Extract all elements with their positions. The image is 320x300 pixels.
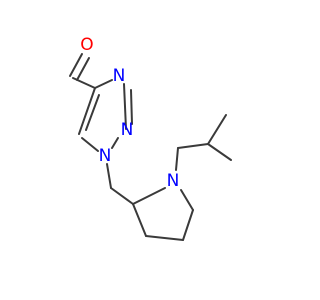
atom-oxygen: O (80, 35, 93, 55)
molecule-canvas: O N N N N (69, 35, 232, 241)
atom-n1: N (99, 146, 112, 166)
bond-c2-c3 (132, 203, 147, 237)
bond-n3-n2-b (130, 89, 133, 125)
bond-cho-c4 (72, 77, 96, 89)
bond-aldehyde-co-2 (76, 57, 90, 81)
bond-c5-c4-a (78, 87, 96, 135)
bond-ch2-ch (177, 143, 209, 149)
bond-ch2-c2 (110, 187, 134, 205)
bond-ch-me2 (207, 143, 232, 161)
bond-n1-ch2 (106, 163, 112, 189)
bond-c5-c4-b (85, 94, 100, 131)
bond-aldehyde-co-1 (69, 53, 83, 77)
molecule-structure: O N N N N (69, 35, 232, 241)
bond-n2-n1 (111, 137, 119, 149)
bond-c5-n (180, 189, 194, 211)
bond-c2-n (132, 187, 166, 205)
bond-c4-n3 (94, 79, 113, 89)
bond-c4-c5 (182, 209, 194, 241)
bond-c3-c4 (145, 235, 184, 241)
bond-n3-n2-a (123, 83, 127, 130)
atom-n-pyrrolidine: N (167, 171, 180, 191)
bond-ch-me1 (207, 114, 227, 145)
bond-n-ch2-isobutyl (175, 147, 179, 171)
atom-n2: N (121, 120, 134, 140)
bond-n1-c5 (81, 137, 99, 152)
atom-n3: N (113, 66, 126, 86)
